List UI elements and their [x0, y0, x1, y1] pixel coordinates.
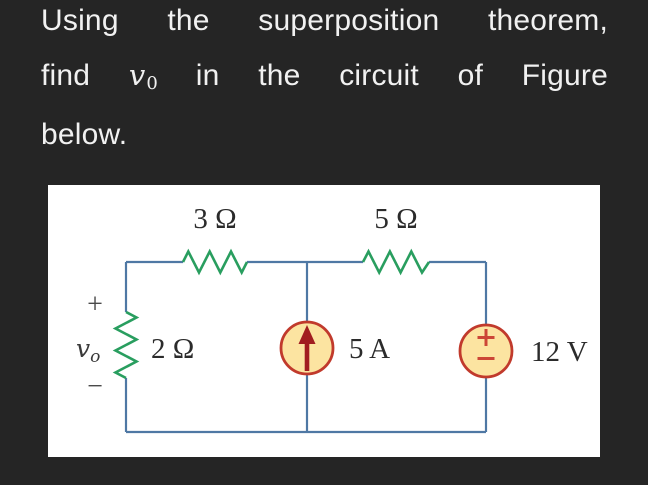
label-current-source: 5 A: [349, 333, 390, 365]
math-v0-var: v: [128, 58, 146, 92]
circuit-diagram: 3 Ω 5 Ω 2 Ω 5 A 12 V + vo −: [76, 203, 588, 434]
circuit-figure-panel: 3 Ω 5 Ω 2 Ω 5 A 12 V + vo −: [48, 185, 600, 457]
math-v0: v0: [128, 58, 158, 95]
question-line-1-text: Using the superposition theorem,: [41, 4, 608, 37]
question-line-3: below.: [41, 107, 608, 162]
resistors: [112, 248, 431, 380]
question-line-2: find v0 in the circuit of Figure: [41, 48, 608, 107]
voltage-source: [458, 323, 514, 379]
label-resistor-3ohm: 3 Ω: [193, 203, 236, 235]
voltage-source-circle: [458, 323, 514, 379]
current-source: [279, 320, 335, 376]
vo-sub: o: [90, 347, 100, 367]
circuit-wires: [124, 260, 488, 434]
question-line-2-suffix: in the circuit of Figure: [195, 59, 608, 92]
question-line-1: Using the superposition theorem,: [41, 0, 608, 48]
label-resistor-2ohm: 2 Ω: [151, 333, 194, 365]
vo-var: v: [76, 334, 90, 363]
math-v0-sub: 0: [146, 73, 158, 95]
voltage-source-polarity: [477, 329, 495, 360]
vo-label: vo: [76, 334, 100, 367]
label-resistor-5ohm: 5 Ω: [374, 203, 417, 235]
question-line-3-text: below.: [41, 118, 128, 151]
label-voltage-source: 12 V: [531, 336, 588, 368]
resistor-2ohm-icon: [112, 310, 140, 380]
question-text: Using the superposition theorem, find v0…: [41, 0, 608, 162]
current-arrow-head-icon: [298, 325, 316, 344]
resistor-3ohm-icon: [181, 248, 249, 276]
question-line-2-prefix: find: [41, 59, 91, 92]
resistor-5ohm-icon: [361, 248, 431, 276]
vo-minus-sign: −: [87, 371, 103, 402]
vo-plus-sign: +: [87, 289, 103, 320]
